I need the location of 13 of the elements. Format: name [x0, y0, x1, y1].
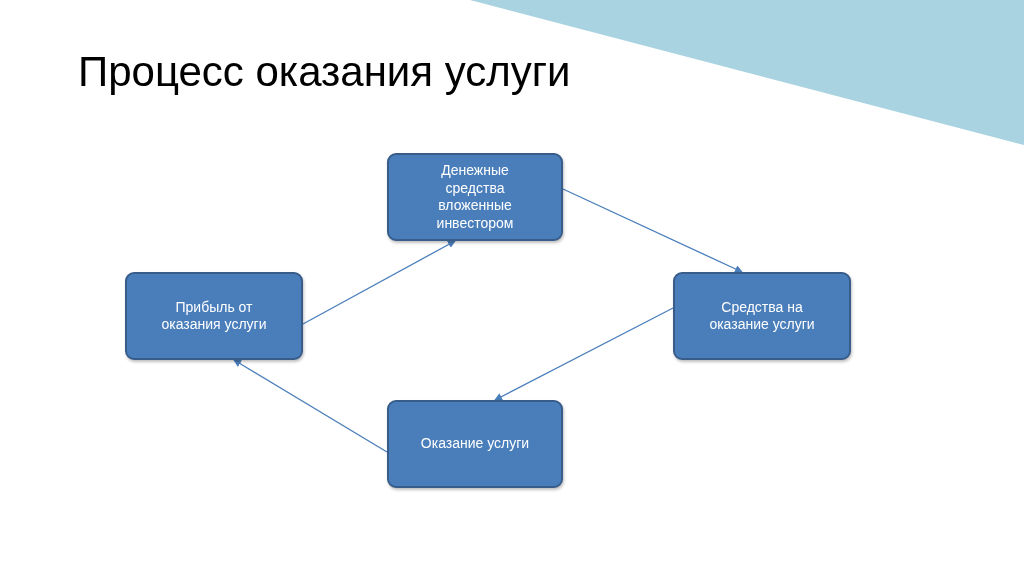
- arrow: [233, 359, 388, 453]
- box-label: Средства на оказание услуги: [708, 298, 816, 334]
- arrow: [302, 240, 456, 325]
- process-box: [387, 153, 563, 241]
- box-label: Денежные средства вложенные инвестором: [435, 162, 515, 232]
- arrow: [562, 188, 743, 273]
- process-box: [673, 272, 851, 360]
- box-label: Прибыль от оказания услуги: [160, 298, 268, 334]
- process-box: [387, 400, 563, 488]
- process-box: [125, 272, 303, 360]
- arrow: [494, 307, 674, 401]
- box-label: Оказание услуги: [420, 435, 530, 453]
- slide-title: Процесс оказания услуги: [78, 48, 571, 96]
